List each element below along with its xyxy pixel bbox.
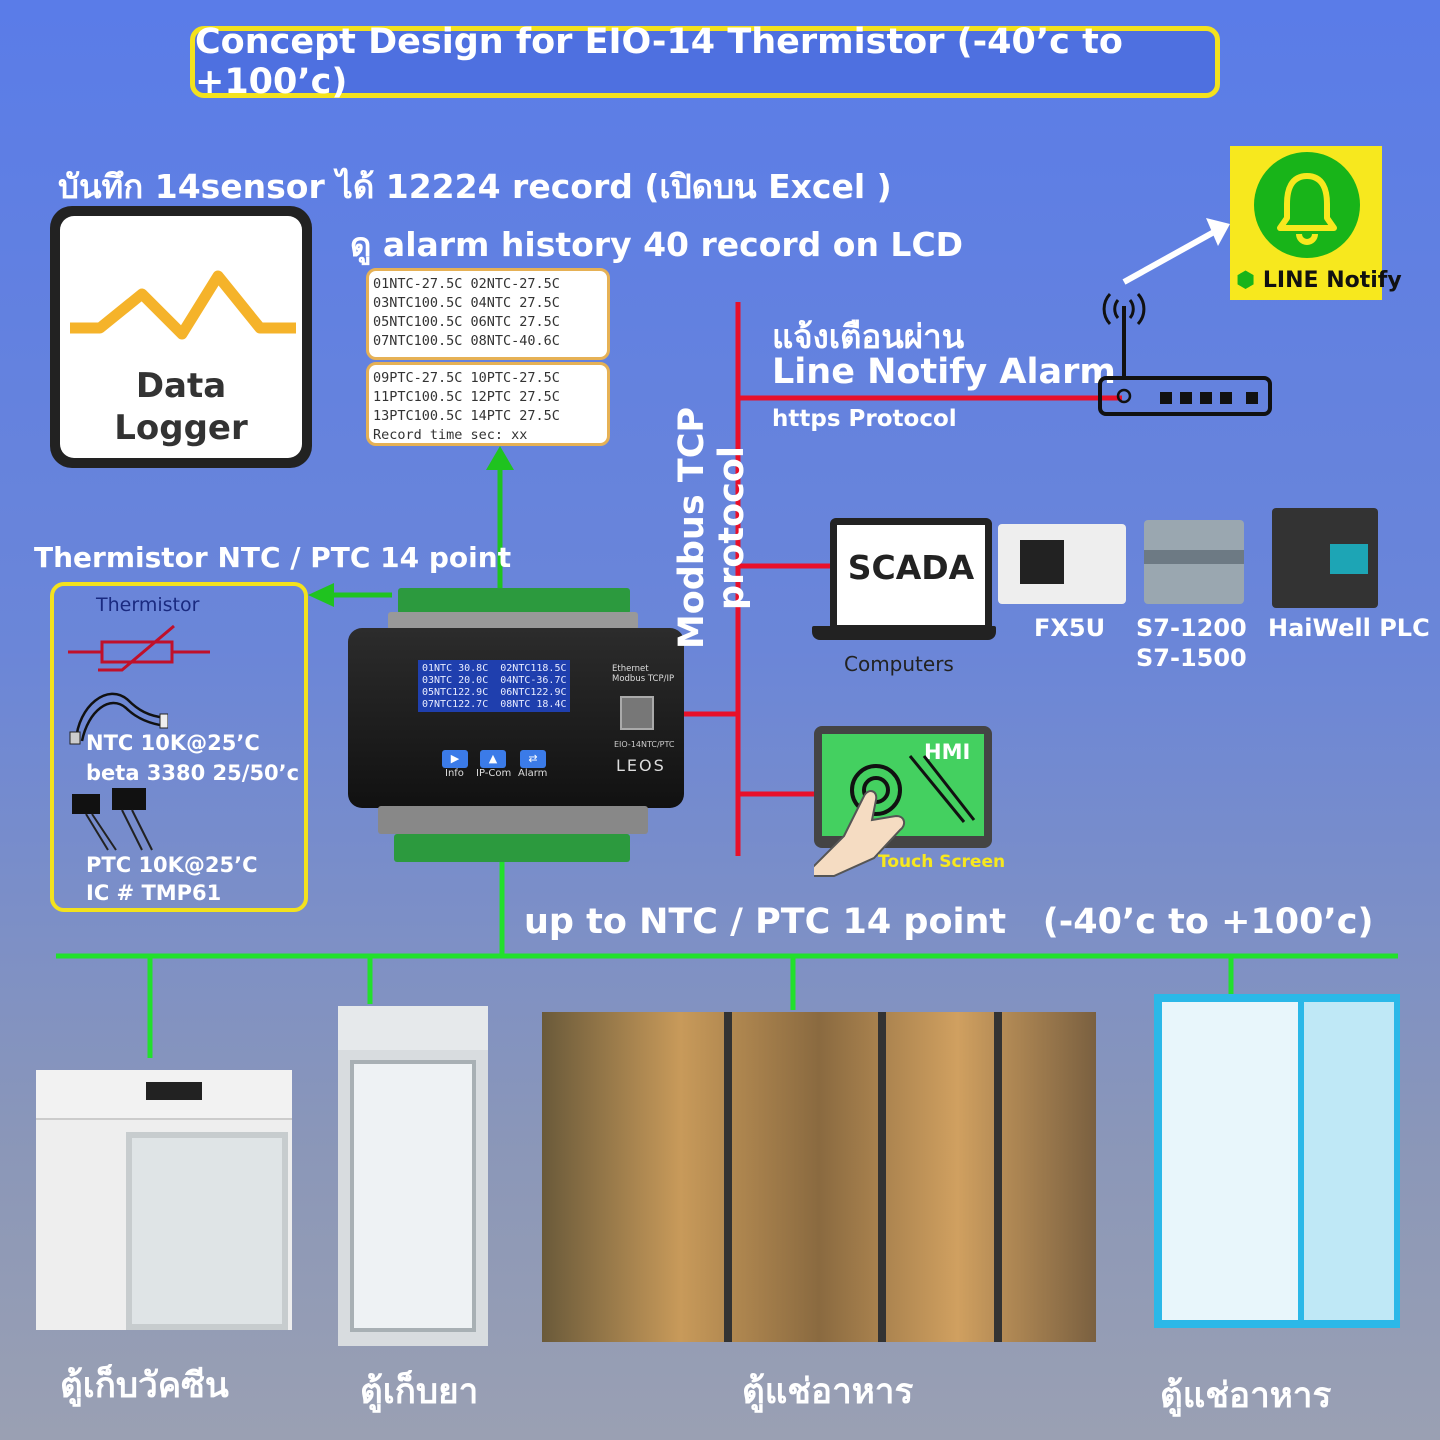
device-lcd: 01NTC 30.8C 02NTC118.5C 03NTC 20.0C 04NT…	[418, 660, 570, 712]
plc-name-3: HaiWell PLC	[1268, 614, 1430, 642]
field-bus-label: up to NTC / PTC 14 point (-40’c to +100’…	[524, 902, 1374, 942]
thermistor-symbol-label: Thermistor	[96, 594, 200, 616]
bottom-terminal-labels	[378, 806, 648, 834]
lcd-row: 01NTC-27.5C 02NTC-27.5C	[373, 276, 560, 292]
vaccine-cabinet-image	[36, 1070, 292, 1330]
thermistor-heading: Thermistor NTC / PTC 14 point	[34, 541, 512, 574]
ntc-probe-icon	[69, 692, 168, 745]
lcd-row: 09PTC-27.5C 10PTC-27.5C	[373, 370, 560, 386]
food-display-cabinet-image	[542, 1012, 1096, 1342]
alarm-history-text: ดู alarm history 40 record on LCD	[350, 225, 964, 264]
top-terminal-block	[398, 588, 630, 614]
lcd-row: 03NTC100.5C 04NTC 27.5C	[373, 295, 560, 311]
ptc-spec-1: PTC 10K@25’C	[86, 853, 258, 877]
cabinet-caption-2: ตู้เก็บยา	[360, 1372, 479, 1412]
ntc-spec-1: NTC 10K@25’C	[86, 731, 260, 755]
lcd-row: 05NTC100.5C 06NTC 27.5C	[373, 314, 560, 330]
medicine-cabinet-image	[338, 1006, 488, 1346]
plc-name-2: S7-1200	[1136, 614, 1247, 642]
ethernet-port-icon[interactable]	[620, 696, 654, 730]
line-notify-title-1: แจ้งเตือนผ่าน	[772, 317, 965, 356]
modbus-label: Modbus TCP protocol	[672, 406, 752, 650]
alarm-button[interactable]: ⇄	[520, 750, 546, 768]
data-logger-label-1: Data	[135, 366, 227, 406]
hmi-label: HMI	[924, 740, 971, 764]
hmi-panel: HMI	[814, 726, 992, 877]
page-title: Concept Design for EIO-14 Thermistor (-4…	[190, 22, 1220, 102]
arrow-head-up	[486, 446, 514, 470]
line-notify-badge-label: ⬢ LINE Notify	[1236, 268, 1402, 293]
data-logger-label-2: Logger	[114, 408, 248, 448]
computers-caption: Computers	[844, 652, 954, 676]
plc-name-1: FX5U	[1034, 614, 1106, 642]
ptc-spec-2: IC # TMP61	[86, 881, 222, 905]
data-logger-icon: Data Logger	[50, 206, 312, 468]
lcd-row: 07NTC100.5C 08NTC-40.6C	[373, 333, 560, 349]
lcd-row: 11PTC100.5C 12PTC 27.5C	[373, 389, 560, 405]
ip-com-button[interactable]: ▲	[480, 750, 506, 768]
ntc-spec-2: beta 3380 25/50’c	[86, 761, 300, 785]
router-icon	[1098, 292, 1272, 416]
lcd-row: 13PTC100.5C 14PTC 27.5C	[373, 408, 560, 424]
thermistor-symbol-icon	[68, 624, 210, 672]
ptc-chip-icon	[72, 788, 153, 851]
notify-arrow-head	[1206, 218, 1230, 246]
bell-icon	[1277, 173, 1337, 245]
lcd-history-panel-1: 01NTC-27.5C 02NTC-27.5C 03NTC100.5C 04NT…	[366, 268, 610, 360]
info-button[interactable]: ▶	[442, 750, 468, 768]
line-notify-badge-text: LINE Notify	[1262, 268, 1402, 293]
record-capacity-text: บันทึก 14sensor ได้ 12224 record (เปิดบน…	[58, 167, 892, 206]
info-button-label: Info	[445, 768, 464, 779]
scada-laptop-screen: SCADA	[830, 518, 992, 632]
ip-com-button-label: IP-Com	[476, 768, 512, 779]
lcd-history-panel-2: 09PTC-27.5C 10PTC-27.5C 11PTC100.5C 12PT…	[366, 362, 610, 446]
shield-icon: ⬢	[1236, 268, 1256, 293]
touch-screen-caption: Touch Screen	[878, 852, 1006, 872]
touch-hand-icon	[814, 755, 976, 877]
cabinet-caption-1: ตู้เก็บวัคซีน	[60, 1366, 229, 1406]
cabinet-caption-4: ตู้แช่อาหาร	[1160, 1376, 1332, 1416]
cabinet-caption-3: ตู้แช่อาหาร	[742, 1372, 914, 1412]
bell-icon-bg	[1254, 152, 1360, 258]
fx5u-plc-image	[998, 524, 1126, 604]
laptop-base	[812, 626, 996, 640]
bottom-terminal-block	[394, 834, 630, 862]
arrow-head-left	[308, 583, 334, 607]
model-label: EIO-14NTC/PTC	[614, 740, 675, 749]
food-fridge-image	[1154, 994, 1400, 1328]
thermistor-info-box: Thermistor NTC 10K@25’C beta 3380 25/50’…	[50, 582, 308, 912]
plc-name-2b: S7-1500	[1136, 644, 1247, 672]
line-notify-title-2: Line Notify Alarm	[772, 352, 1116, 392]
line-graph-icon	[70, 270, 296, 340]
alarm-button-label: Alarm	[518, 768, 548, 779]
top-terminal-labels	[388, 612, 638, 630]
lcd-row: Record time sec: xx	[373, 427, 528, 443]
s7-plc-image	[1144, 520, 1244, 604]
notify-arrow	[1122, 229, 1216, 285]
haiwell-plc-image	[1272, 508, 1378, 608]
scada-label: SCADA	[847, 548, 975, 587]
line-notify-badge: ⬢ LINE Notify	[1230, 146, 1402, 300]
ethernet-label: Ethernet Modbus TCP/IP	[612, 664, 675, 684]
brand-logo: LEOS	[616, 756, 666, 775]
https-protocol-label: https Protocol	[772, 406, 957, 432]
eio-14-device: 01NTC 30.8C 02NTC118.5C 03NTC 20.0C 04NT…	[348, 628, 684, 808]
